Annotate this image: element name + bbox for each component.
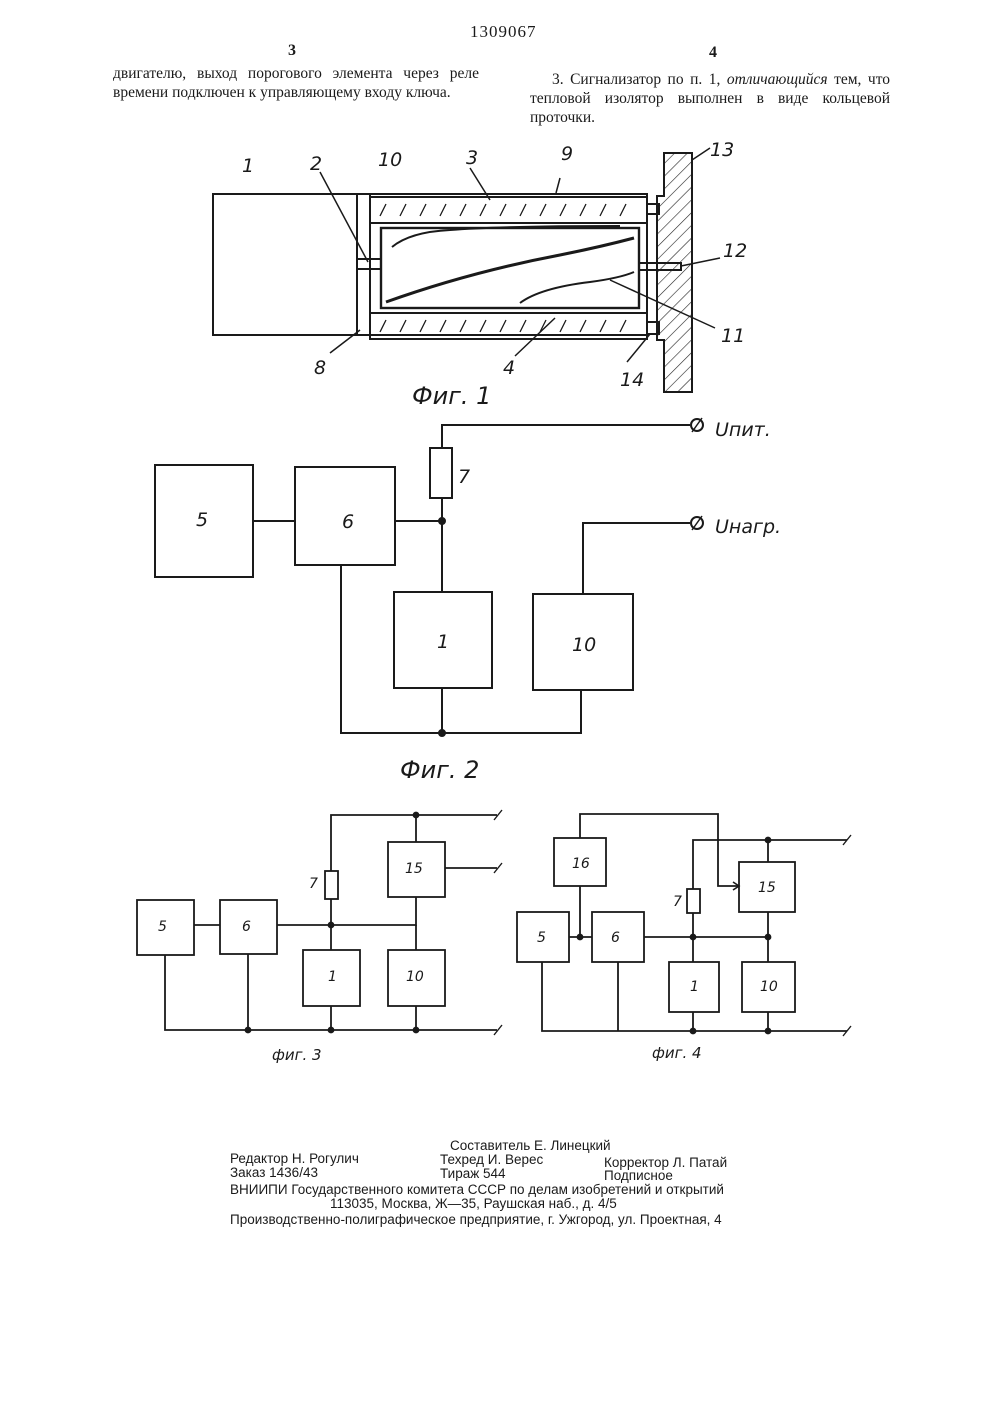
fig2-label-7: 7: [458, 466, 470, 488]
fig1-label-1: 1: [242, 155, 254, 177]
fig4-label-1: 1: [690, 979, 699, 995]
fig2-drawing: [155, 418, 703, 736]
fig3-label-6: 6: [242, 919, 251, 935]
fig3-resistor-7: [325, 871, 338, 899]
fig3-label-15: 15: [405, 861, 423, 877]
fig4-label-5: 5: [537, 930, 546, 946]
fig1-label-9: 9: [561, 143, 573, 165]
fig1-label-3: 3: [466, 147, 478, 169]
fig1-label-11: 11: [721, 325, 745, 347]
fig3-label-5: 5: [158, 919, 167, 935]
fig3-caption: фиг. 3: [272, 1046, 322, 1064]
fig4-label-15: 15: [758, 880, 776, 896]
fig1-label-14: 14: [620, 369, 644, 391]
fig4-resistor-7: [687, 889, 700, 913]
fig2-label-10: 10: [572, 634, 596, 656]
fig1-caption: Фиг. 1: [412, 382, 491, 410]
fig2-label-6: 6: [342, 511, 354, 533]
fig1-wall: [657, 153, 692, 392]
fig1-label-4: 4: [503, 357, 515, 379]
fig1-label-12: 12: [723, 240, 747, 262]
fig1-label-13: 13: [710, 139, 734, 161]
fig4-caption: фиг. 4: [652, 1044, 702, 1062]
fig3-drawing: [137, 810, 502, 1035]
fig4-label-6: 6: [611, 930, 620, 946]
fig3-label-10: 10: [406, 969, 424, 985]
fig1-inner-cavity: [381, 228, 639, 308]
fig2-resistor-7: [430, 448, 452, 498]
fig1-label-8: 8: [314, 357, 326, 379]
footer-printer: Производственно-полиграфическое предприя…: [230, 1212, 722, 1228]
fig1-heater-top: [370, 197, 647, 223]
fig4-label-10: 10: [760, 979, 778, 995]
fig1-motor-body: [213, 194, 357, 335]
fig4-drawing: [517, 814, 851, 1036]
footer-circulation: Тираж 544: [440, 1166, 506, 1182]
fig2-caption: Фиг. 2: [400, 756, 479, 784]
fig3-label-7: 7: [309, 876, 318, 892]
fig2-label-5: 5: [196, 509, 208, 531]
fig1-drawing: [213, 148, 720, 392]
fig2-terminal-heater: Uнагр.: [715, 516, 781, 538]
fig4-label-16: 16: [572, 856, 590, 872]
fig3-label-1: 1: [328, 969, 337, 985]
footer-org-line2: 113035, Москва, Ж—35, Раушская наб., д. …: [330, 1196, 617, 1212]
fig1-label-10: 10: [378, 149, 402, 171]
fig2-label-1: 1: [437, 631, 449, 653]
footer-order: Заказ 1436/43: [230, 1165, 318, 1181]
fig1-label-2: 2: [310, 153, 322, 175]
fig4-label-7: 7: [673, 894, 682, 910]
fig2-terminal-supply: Uпит.: [715, 419, 771, 441]
